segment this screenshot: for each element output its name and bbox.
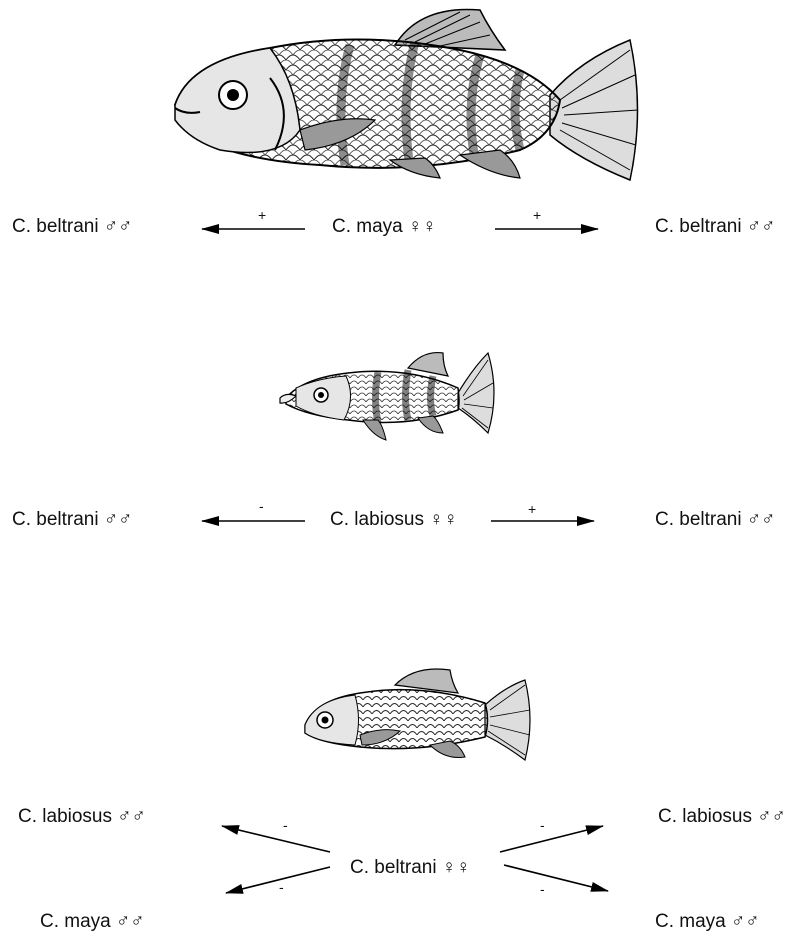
panel2-right-sign: + [528, 502, 536, 516]
panel2-left-label: C. beltrani ♂♂ [12, 510, 132, 529]
panel3-bottom-right-label: C. maya ♂♂ [655, 912, 760, 931]
panel3-top-left-label: C. labiosus ♂♂ [18, 807, 146, 826]
panel2-left-sign: - [259, 499, 264, 513]
panel3-bottom-left-sign: - [279, 880, 284, 894]
arrow-beltrani-to-maya-right [504, 865, 608, 891]
arrow-beltrani-to-labiosus-right [500, 826, 603, 852]
panel2-center-label: C. labiosus ♀♀ [330, 510, 458, 529]
arrow-beltrani-to-labiosus-left [222, 826, 330, 852]
panel1-right-label: C. beltrani ♂♂ [655, 217, 775, 236]
panel2-right-label: C. beltrani ♂♂ [655, 510, 775, 529]
panel3-top-left-sign: - [283, 818, 288, 832]
panel3-center-label: C. beltrani ♀♀ [350, 858, 470, 877]
panel3-bottom-left-label: C. maya ♂♂ [40, 912, 145, 931]
panel1-center-label: C. maya ♀♀ [332, 217, 437, 236]
panel3-top-right-label: C. labiosus ♂♂ [658, 807, 786, 826]
panel3-top-right-sign: - [540, 818, 545, 832]
panel1-left-label: C. beltrani ♂♂ [12, 217, 132, 236]
panel1-right-sign: + [533, 208, 541, 222]
panel1-left-sign: + [258, 208, 266, 222]
arrow-beltrani-to-maya-left [226, 867, 330, 893]
panel3-bottom-right-sign: - [540, 882, 545, 896]
